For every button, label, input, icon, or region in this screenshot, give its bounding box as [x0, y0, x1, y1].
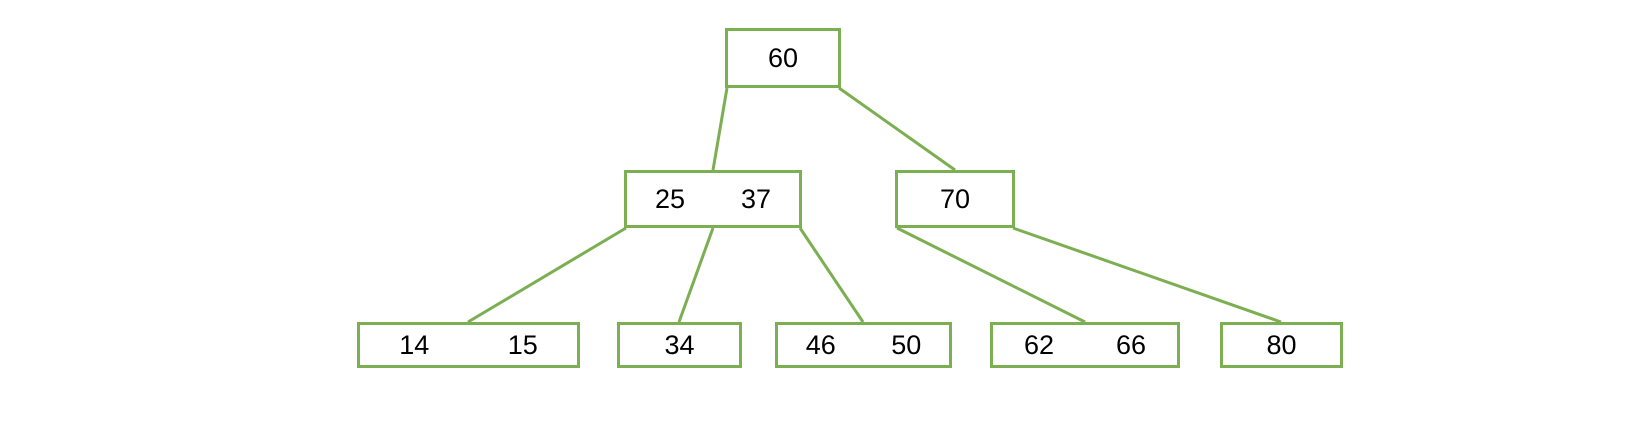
tree-edge — [467, 226, 627, 324]
node-key: 50 — [891, 329, 922, 360]
tree-node-root[interactable]: 60 — [725, 28, 841, 88]
node-key: 34 — [664, 329, 695, 360]
node-key: 66 — [1115, 329, 1147, 360]
node-key: 14 — [399, 329, 430, 360]
node-key: 62 — [1023, 329, 1055, 360]
tree-node-leaf-4[interactable]: 62 66 — [990, 322, 1180, 368]
tree-node-leaf-3[interactable]: 46 50 — [775, 322, 952, 368]
tree-node-leaf-1[interactable]: 14 15 — [357, 322, 580, 368]
node-key: 37 — [740, 183, 772, 214]
tree-node-internal-left[interactable]: 25 37 — [624, 170, 802, 228]
tree-edge — [798, 227, 865, 323]
tree-edge — [896, 226, 1086, 324]
tree-node-internal-right[interactable]: 70 — [895, 170, 1015, 228]
node-key: 46 — [805, 329, 836, 360]
node-key: 25 — [654, 183, 686, 214]
tree-node-leaf-2[interactable]: 34 — [617, 322, 742, 368]
tree-node-leaf-5[interactable]: 80 — [1220, 322, 1343, 368]
tree-edge — [711, 87, 729, 171]
node-key: 70 — [939, 183, 971, 214]
tree-edge — [1012, 226, 1282, 324]
node-key: 15 — [507, 329, 538, 360]
tree-edge — [677, 227, 715, 323]
node-key: 60 — [767, 42, 799, 73]
tree-edge — [838, 86, 956, 172]
node-key: 80 — [1266, 329, 1297, 360]
